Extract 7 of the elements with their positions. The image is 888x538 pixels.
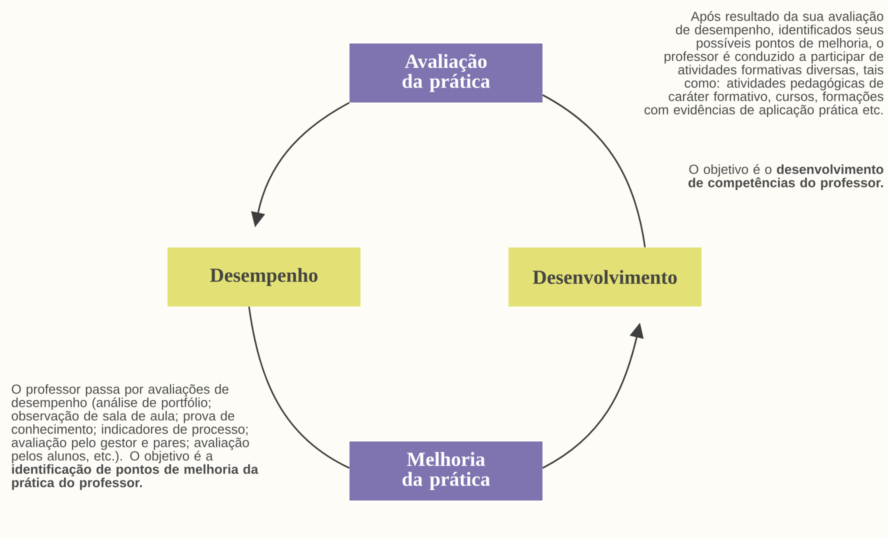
- stage-box: Desenvolvimento: [508, 247, 702, 306]
- stage-box: Melhoria da prática: [350, 441, 542, 500]
- stage-box: Avaliação da prática: [350, 44, 542, 102]
- stage-box: Desempenho: [168, 247, 360, 306]
- note-text: Após resultado da sua avaliação de desempenho, identificados seus possíveis pontos de melhoria, o professor é conduzido a participar de atividades formativas diversas, tais como: atividades pedagógicas de caráter formativo, cursos, formações com evidências de aplicação prática etc.: [644, 11, 884, 118]
- note-text: O professor passa por avaliações de desempenho (análise de portfólio; observação de sala de aula; prova de conhecimento; indicadores de processo; avaliação pelo gestor e pares; avaliação pelos alunos, etc.). O objetivo é a identificação de pontos de melhoria da prática do professor.: [12, 384, 258, 490]
- note-text: O objetivo é o desenvolvimento de competências do professor.: [688, 164, 884, 190]
